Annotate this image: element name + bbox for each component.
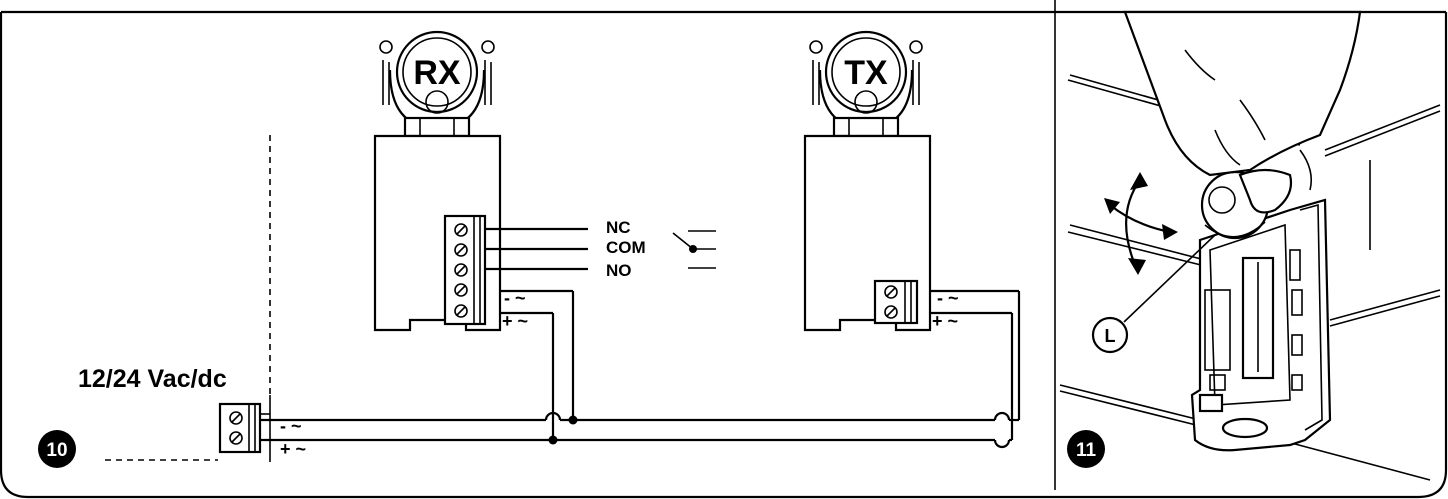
tx-power-plus: + ~: [932, 311, 958, 331]
figure-11-badge: [1067, 430, 1105, 468]
supply-plus-terminal: + ~: [280, 439, 306, 459]
figure-frame: [0, 12, 1448, 499]
figure-10-badge: [38, 430, 76, 468]
panel-10: - ~ + ~ 12/24 Vac/dc: [38, 30, 1021, 468]
junction-rx-minus: [568, 415, 578, 425]
figure-10-number: 10: [46, 440, 67, 461]
panel-11: L 11: [1059, 10, 1441, 481]
hand-illustration: [1123, 10, 1362, 214]
callout-l-circle: [1091, 316, 1129, 354]
relay-switch-symbol: [672, 230, 716, 269]
tx-power-minus: - ~: [937, 288, 959, 308]
rx-contact-nc: NC: [606, 218, 631, 237]
supply-voltage-label: 12/24 Vac/dc: [78, 365, 227, 393]
photocell-housing: [1190, 198, 1332, 452]
supply-terminal-block: [218, 402, 262, 454]
figure-11-number: 11: [1076, 440, 1097, 461]
rx-power-plus: + ~: [502, 311, 528, 331]
callout-l-label: L: [1105, 326, 1116, 346]
rx-photocell: RX: [373, 30, 502, 332]
rx-contact-com: COM: [606, 238, 646, 257]
tx-label: TX: [844, 54, 888, 92]
rx-contact-no: NO: [606, 261, 632, 280]
rotation-arrows: [1104, 172, 1178, 275]
tx-photocell: TX: [803, 30, 932, 332]
callout-leader: [1123, 234, 1216, 323]
rx-label: RX: [413, 54, 461, 92]
junction-rx-plus: [548, 435, 558, 445]
rx-power-minus: - ~: [504, 288, 526, 308]
